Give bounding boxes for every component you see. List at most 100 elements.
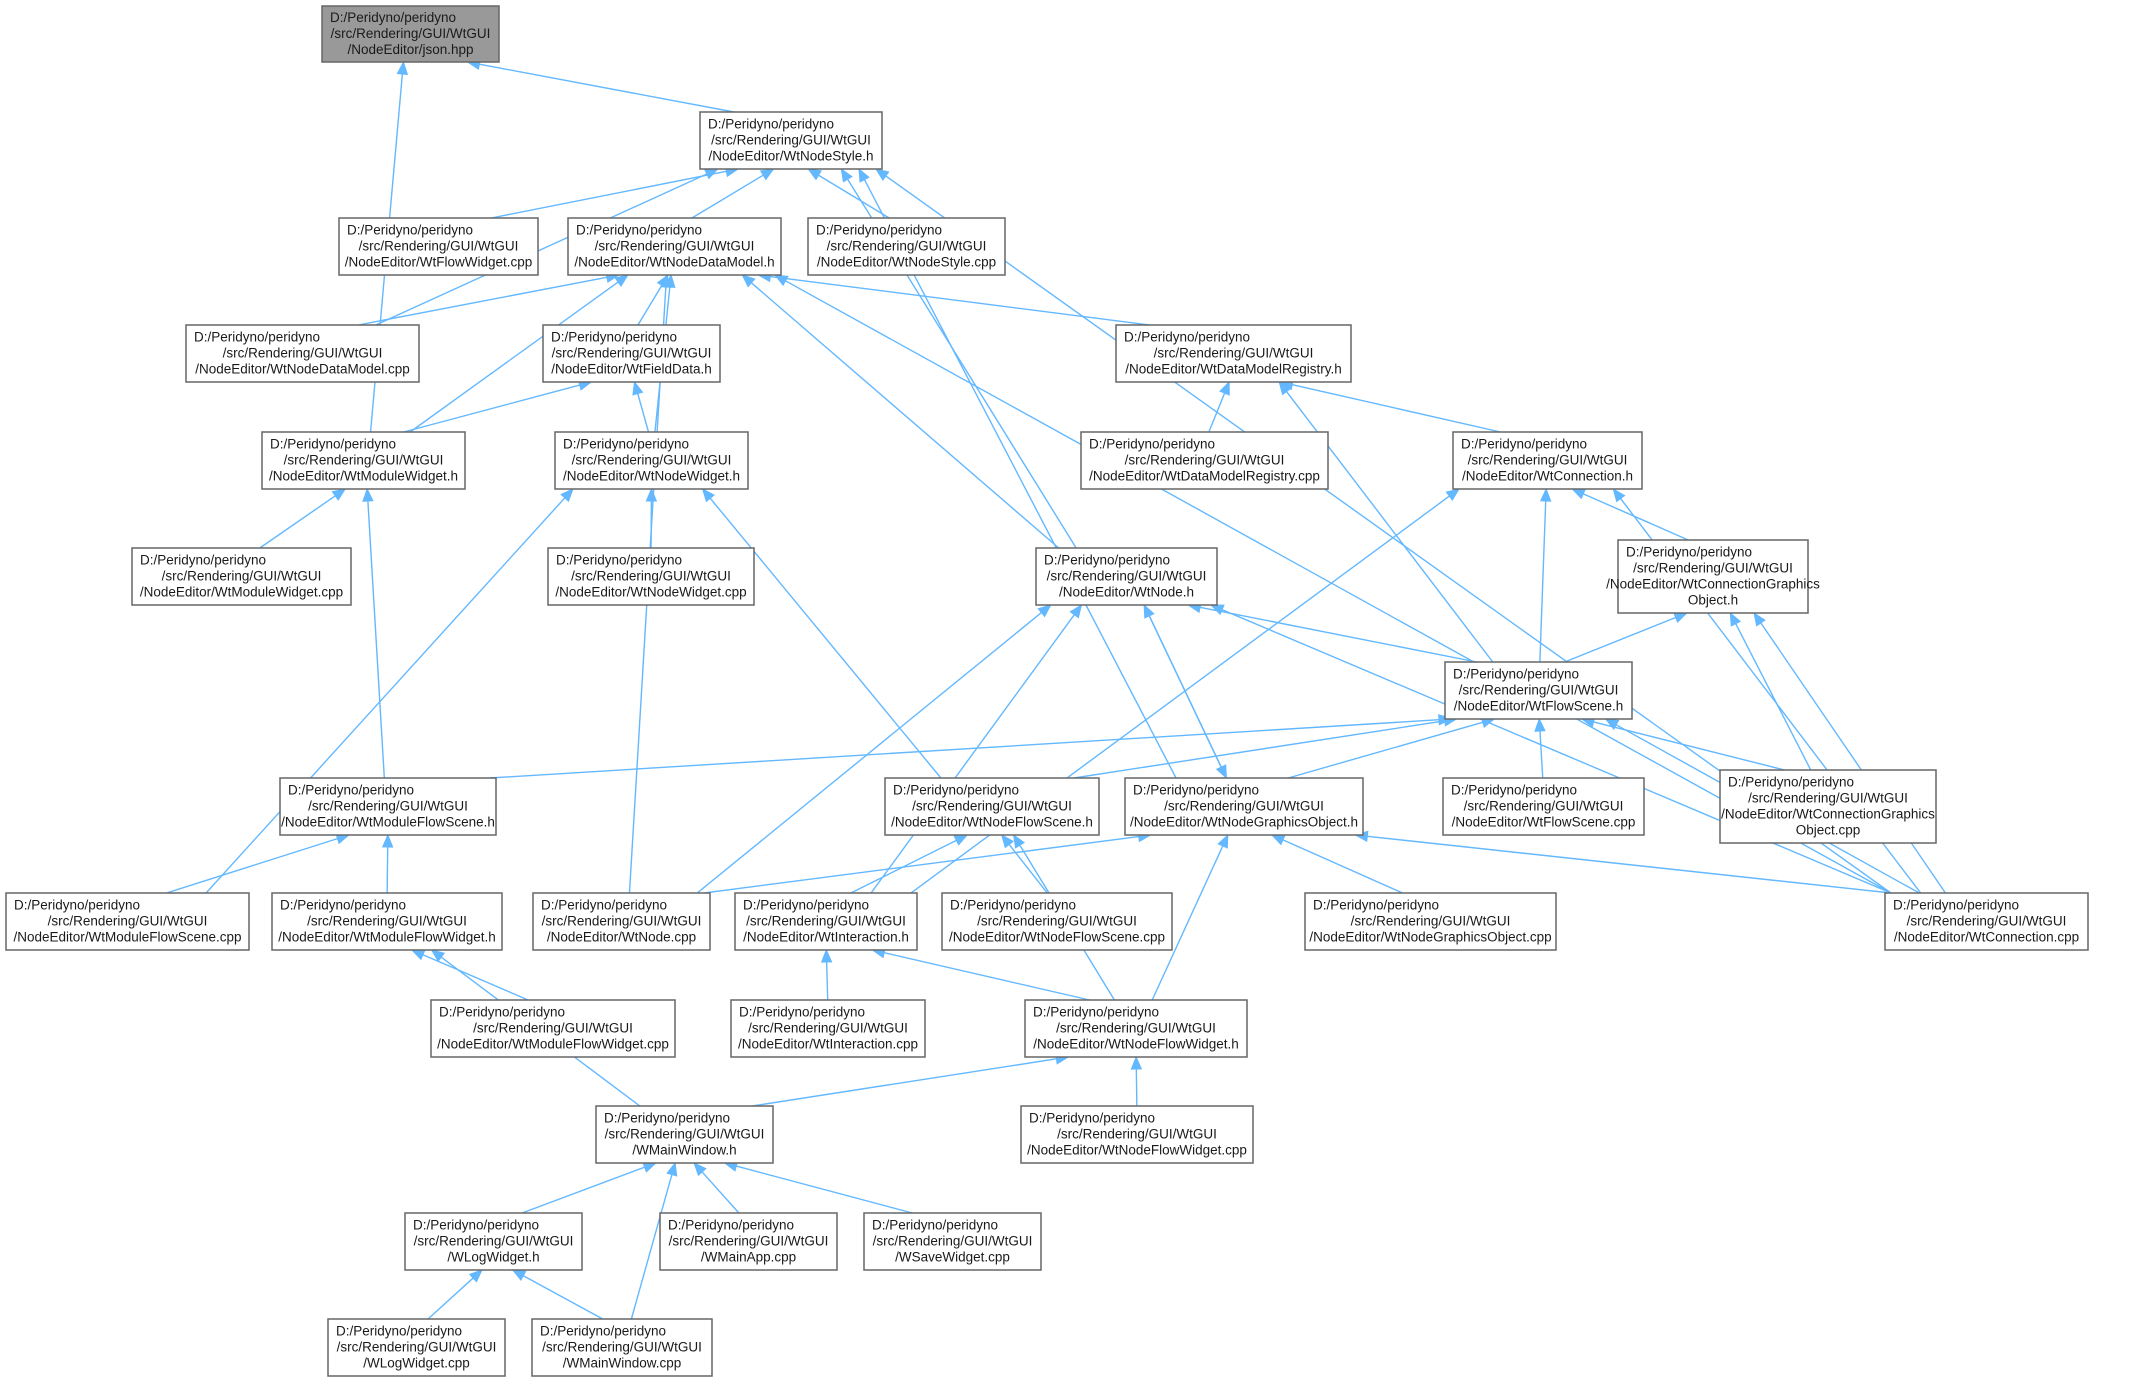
node-wt-node-flow-widget-h[interactable]: D:/Peridyno/peridyno/src/Rendering/GUI/W… [1024,999,1248,1058]
edge-line [1143,604,1222,768]
node-label-line: /src/Rendering/GUI/WtGUI [711,133,871,148]
edge-line [522,1275,604,1320]
node-label-line: Object.cpp [1796,823,1861,838]
node-box [404,1212,583,1271]
node-box [532,892,711,951]
node-box [884,777,1100,836]
node-label-line: /WMainWindow.h [632,1143,736,1158]
node-wt-node-widget-h[interactable]: D:/Peridyno/peridyno/src/Rendering/GUI/W… [554,431,749,490]
node-wt-connection-h[interactable]: D:/Peridyno/peridyno/src/Rendering/GUI/W… [1452,431,1643,490]
node-label-line: /src/Rendering/GUI/WtGUI [542,914,702,929]
edge-wt-node-style-h-to-json-hpp [466,58,735,113]
node-wt-node-flow-scene-cpp[interactable]: D:/Peridyno/peridyno/src/Rendering/GUI/W… [941,892,1173,951]
node-label-line: D:/Peridyno/peridyno [563,437,689,452]
node-wt-flow-widget-cpp[interactable]: D:/Peridyno/peridyno/src/Rendering/GUI/W… [338,217,539,276]
node-wt-connection-graphics-object-cpp[interactable]: D:/Peridyno/peridyno/src/Rendering/GUI/W… [1719,769,1937,844]
edge-line [367,500,386,779]
node-wt-node-graphics-object-h[interactable]: D:/Peridyno/peridyno/src/Rendering/GUI/W… [1124,777,1364,836]
edge-arrowhead [632,380,644,396]
node-wt-data-model-registry-cpp[interactable]: D:/Peridyno/peridyno/src/Rendering/GUI/W… [1080,431,1329,490]
edge-line [491,170,727,219]
node-label-line: /src/Rendering/GUI/WtGUI [48,914,208,929]
node-label-line: /NodeEditor/WtNodeFlowScene.cpp [949,930,1165,945]
node-box [1115,324,1352,383]
node-label-line: /src/Rendering/GUI/WtGUI [977,914,1137,929]
node-label-line: /NodeEditor/WtNodeStyle.cpp [817,255,996,270]
node-wt-flow-scene-cpp[interactable]: D:/Peridyno/peridyno/src/Rendering/GUI/W… [1442,777,1645,836]
node-wmain-app-cpp[interactable]: D:/Peridyno/peridyno/src/Rendering/GUI/W… [659,1212,838,1271]
node-label-line: D:/Peridyno/peridyno [1029,1111,1155,1126]
node-wlog-widget-h[interactable]: D:/Peridyno/peridyno/src/Rendering/GUI/W… [404,1212,583,1271]
node-wt-module-flow-scene-h[interactable]: D:/Peridyno/peridyno/src/Rendering/GUI/W… [279,777,497,836]
edge-wt-connection-graphics-object-h-to-wt-connection-h [1571,488,1689,541]
node-wt-connection-cpp[interactable]: D:/Peridyno/peridyno/src/Rendering/GUI/W… [1884,892,2089,951]
node-label-line: /src/Rendering/GUI/WtGUI [331,26,491,41]
node-label-line: D:/Peridyno/peridyno [336,1324,462,1339]
edge-arrowhead [396,60,409,75]
node-wt-node-flow-scene-h[interactable]: D:/Peridyno/peridyno/src/Rendering/GUI/W… [884,777,1100,836]
edge-line [205,497,566,894]
edge-line [818,174,890,219]
edge-wt-module-widget-h-to-wt-node-data-model-h [409,274,629,433]
edge-line [752,1058,1057,1107]
node-label-line: /NodeEditor/WtConnection.h [1462,469,1633,484]
node-wt-module-flow-widget-h[interactable]: D:/Peridyno/peridyno/src/Rendering/GUI/W… [271,892,503,951]
node-wt-node-data-model-cpp[interactable]: D:/Peridyno/peridyno/src/Rendering/GUI/W… [185,324,420,383]
node-label-line: /src/Rendering/GUI/WtGUI [873,1234,1033,1249]
node-wt-node-cpp[interactable]: D:/Peridyno/peridyno/src/Rendering/GUI/W… [532,892,711,951]
edge-line [770,275,1150,326]
edge-line [1208,392,1226,433]
node-wt-connection-graphics-object-h[interactable]: D:/Peridyno/peridyno/src/Rendering/GUI/W… [1606,539,1820,614]
edge-arrowhead [840,167,853,183]
edge-line [750,282,1060,549]
node-box [542,324,721,383]
node-label-line: D:/Peridyno/peridyno [1124,330,1250,345]
node-wt-node-widget-cpp[interactable]: D:/Peridyno/peridyno/src/Rendering/GUI/W… [547,547,755,606]
edge-line [375,173,708,326]
node-wt-node-graphics-object-cpp[interactable]: D:/Peridyno/peridyno/src/Rendering/GUI/W… [1304,892,1557,951]
edge-arrowhead [820,948,833,963]
node-label-line: /NodeEditor/WtFlowWidget.cpp [345,255,533,270]
node-wt-data-model-registry-h[interactable]: D:/Peridyno/peridyno/src/Rendering/GUI/W… [1115,324,1352,383]
edge-arrowhead [1278,380,1292,396]
node-wt-module-widget-h[interactable]: D:/Peridyno/peridyno/src/Rendering/GUI/W… [261,431,466,490]
node-box [531,1318,713,1377]
node-label-line: D:/Peridyno/peridyno [668,1218,794,1233]
edge-wt-flow-scene-h-to-wt-node-h [1187,601,1477,663]
node-box [554,431,749,490]
edge-arrowhead [1571,488,1587,500]
edge-arrowhead [759,168,775,181]
node-wt-module-widget-cpp[interactable]: D:/Peridyno/peridyno/src/Rendering/GUI/W… [131,547,352,606]
edge-wmain-window-h-to-wt-node-flow-widget-h [752,1053,1070,1107]
node-label-line: D:/Peridyno/peridyno [541,898,667,913]
node-wt-node-h[interactable]: D:/Peridyno/peridyno/src/Rendering/GUI/W… [1035,547,1218,606]
node-box [1617,539,1809,614]
node-label-line: /NodeEditor/WtConnection.cpp [1894,930,2079,945]
node-label-line: D:/Peridyno/peridyno [816,223,942,238]
edge-wt-flow-scene-h-to-wt-connection-graphics-object-h [1564,612,1689,663]
node-wt-node-data-model-h[interactable]: D:/Peridyno/peridyno/src/Rendering/GUI/W… [567,217,782,276]
node-wt-node-flow-widget-cpp[interactable]: D:/Peridyno/peridyno/src/Rendering/GUI/W… [1020,1105,1254,1164]
node-label-line: /src/Rendering/GUI/WtGUI [669,1234,829,1249]
node-wmain-window-h[interactable]: D:/Peridyno/peridyno/src/Rendering/GUI/W… [595,1105,774,1164]
node-wt-interaction-h[interactable]: D:/Peridyno/peridyno/src/Rendering/GUI/W… [734,892,918,951]
node-wsave-widget-cpp[interactable]: D:/Peridyno/peridyno/src/Rendering/GUI/W… [863,1212,1042,1271]
node-wt-field-data-h[interactable]: D:/Peridyno/peridyno/src/Rendering/GUI/W… [542,324,721,383]
node-wt-node-style-cpp[interactable]: D:/Peridyno/peridyno/src/Rendering/GUI/W… [807,217,1006,276]
node-label-line: /NodeEditor/WtNodeFlowScene.h [891,815,1093,830]
node-wt-flow-scene-h[interactable]: D:/Peridyno/peridyno/src/Rendering/GUI/W… [1444,661,1633,720]
node-wt-module-flow-scene-cpp[interactable]: D:/Peridyno/peridyno/src/Rendering/GUI/W… [5,892,250,951]
node-label-line: /NodeEditor/WtFlowScene.h [1454,699,1624,714]
node-label-line: /src/Rendering/GUI/WtGUI [337,1340,497,1355]
node-label-line: /NodeEditor/WtModuleFlowWidget.h [278,930,496,945]
node-wmain-window-cpp[interactable]: D:/Peridyno/peridyno/src/Rendering/GUI/W… [531,1318,713,1377]
edge-line [409,281,619,433]
node-wlog-widget-cpp[interactable]: D:/Peridyno/peridyno/src/Rendering/GUI/W… [327,1318,506,1377]
edge-arrowhead [468,1269,483,1283]
node-wt-module-flow-widget-cpp[interactable]: D:/Peridyno/peridyno/src/Rendering/GUI/W… [430,999,676,1058]
node-box [1024,999,1248,1058]
node-wt-node-style-h[interactable]: D:/Peridyno/peridyno/src/Rendering/GUI/W… [699,111,883,170]
node-wt-interaction-cpp[interactable]: D:/Peridyno/peridyno/src/Rendering/GUI/W… [730,999,926,1058]
node-label-line: D:/Peridyno/peridyno [872,1218,998,1233]
node-box [1035,547,1218,606]
